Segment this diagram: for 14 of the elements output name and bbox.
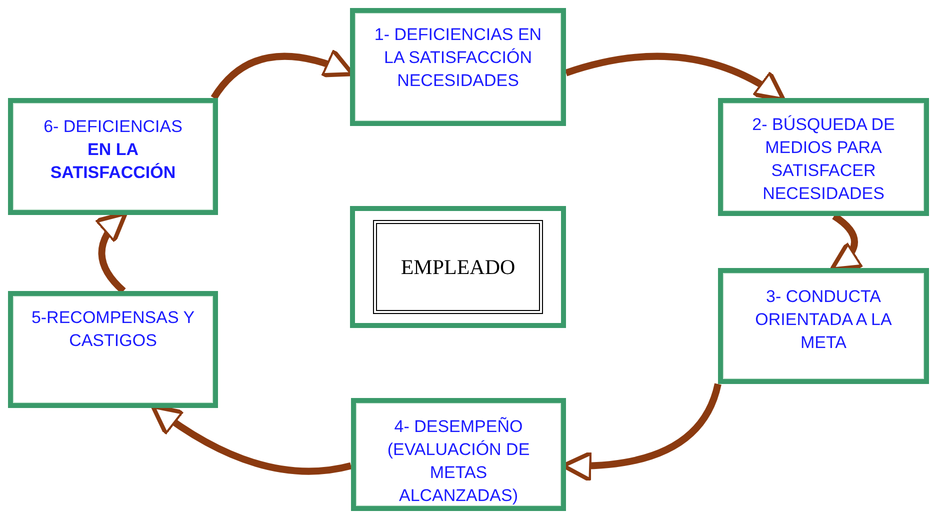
step-box [350, 8, 566, 126]
step-label: 5-RECOMPENSAS Y CASTIGOS [30, 307, 196, 352]
step-label: 6- DEFICIENCIAS EN LA SATISFACCIÓN [42, 116, 184, 184]
step-label: 3- CONDUCTA ORIENTADA A LA META [754, 286, 893, 354]
step-box [351, 398, 566, 511]
step-label: 4- DESEMPEÑO (EVALUACIÓN DE METAS ALCANZADAS) [386, 416, 531, 507]
step-label: 2- BÚSQUEDA DE MEDIOS PARA SATISFACER NECESIDADES [751, 114, 896, 205]
step-box [718, 268, 929, 384]
step-label: 1- DEFICIENCIAS EN LA SATISFACCIÓN NECESIDADES [373, 24, 543, 92]
step-box [8, 291, 218, 408]
step-box [8, 98, 218, 215]
center-box [350, 206, 566, 328]
center-label: EMPLEADO [400, 254, 516, 280]
step-box [718, 98, 929, 216]
